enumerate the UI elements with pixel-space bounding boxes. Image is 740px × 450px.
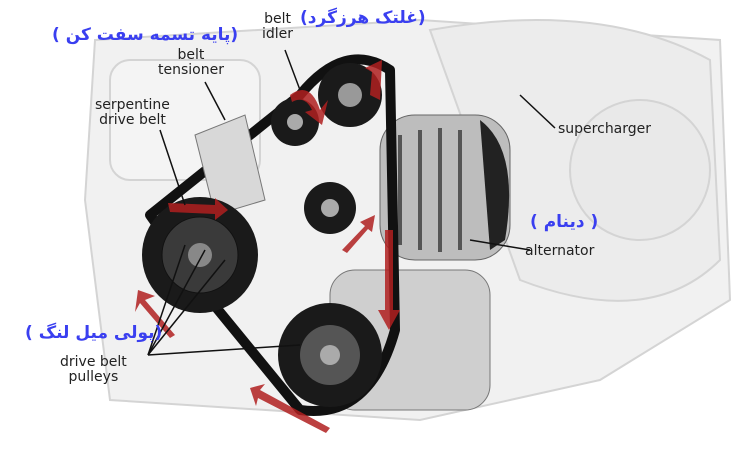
belt-direction-arrows [135,60,400,433]
drive-belt-pulleys-label-fa: (پولی میل لنگ ) [25,323,163,343]
pulleys [142,63,382,407]
drive-belt-pulleys-label: drive belt pulleys [60,354,127,385]
leader-lines [147,49,556,356]
belt-idler-label-fa: (غلتک هرزگرد) [300,8,426,28]
belt-idler-label: belt idler [262,11,294,42]
serpentine-belt [145,54,400,416]
alternator [379,114,511,261]
supercharger-label: supercharger [558,121,652,137]
alternator-label-fa: ( دینام ) [530,212,599,232]
tensioner-arm [194,114,266,216]
alternator-label: alternator [525,243,595,259]
belt-tensioner-label: belt tensioner [158,47,224,78]
belt-tensioner-label-fa: (پایه تسمه سفت کن ) [52,25,239,45]
serpentine-belt-label: serpentine drive belt [95,97,170,128]
